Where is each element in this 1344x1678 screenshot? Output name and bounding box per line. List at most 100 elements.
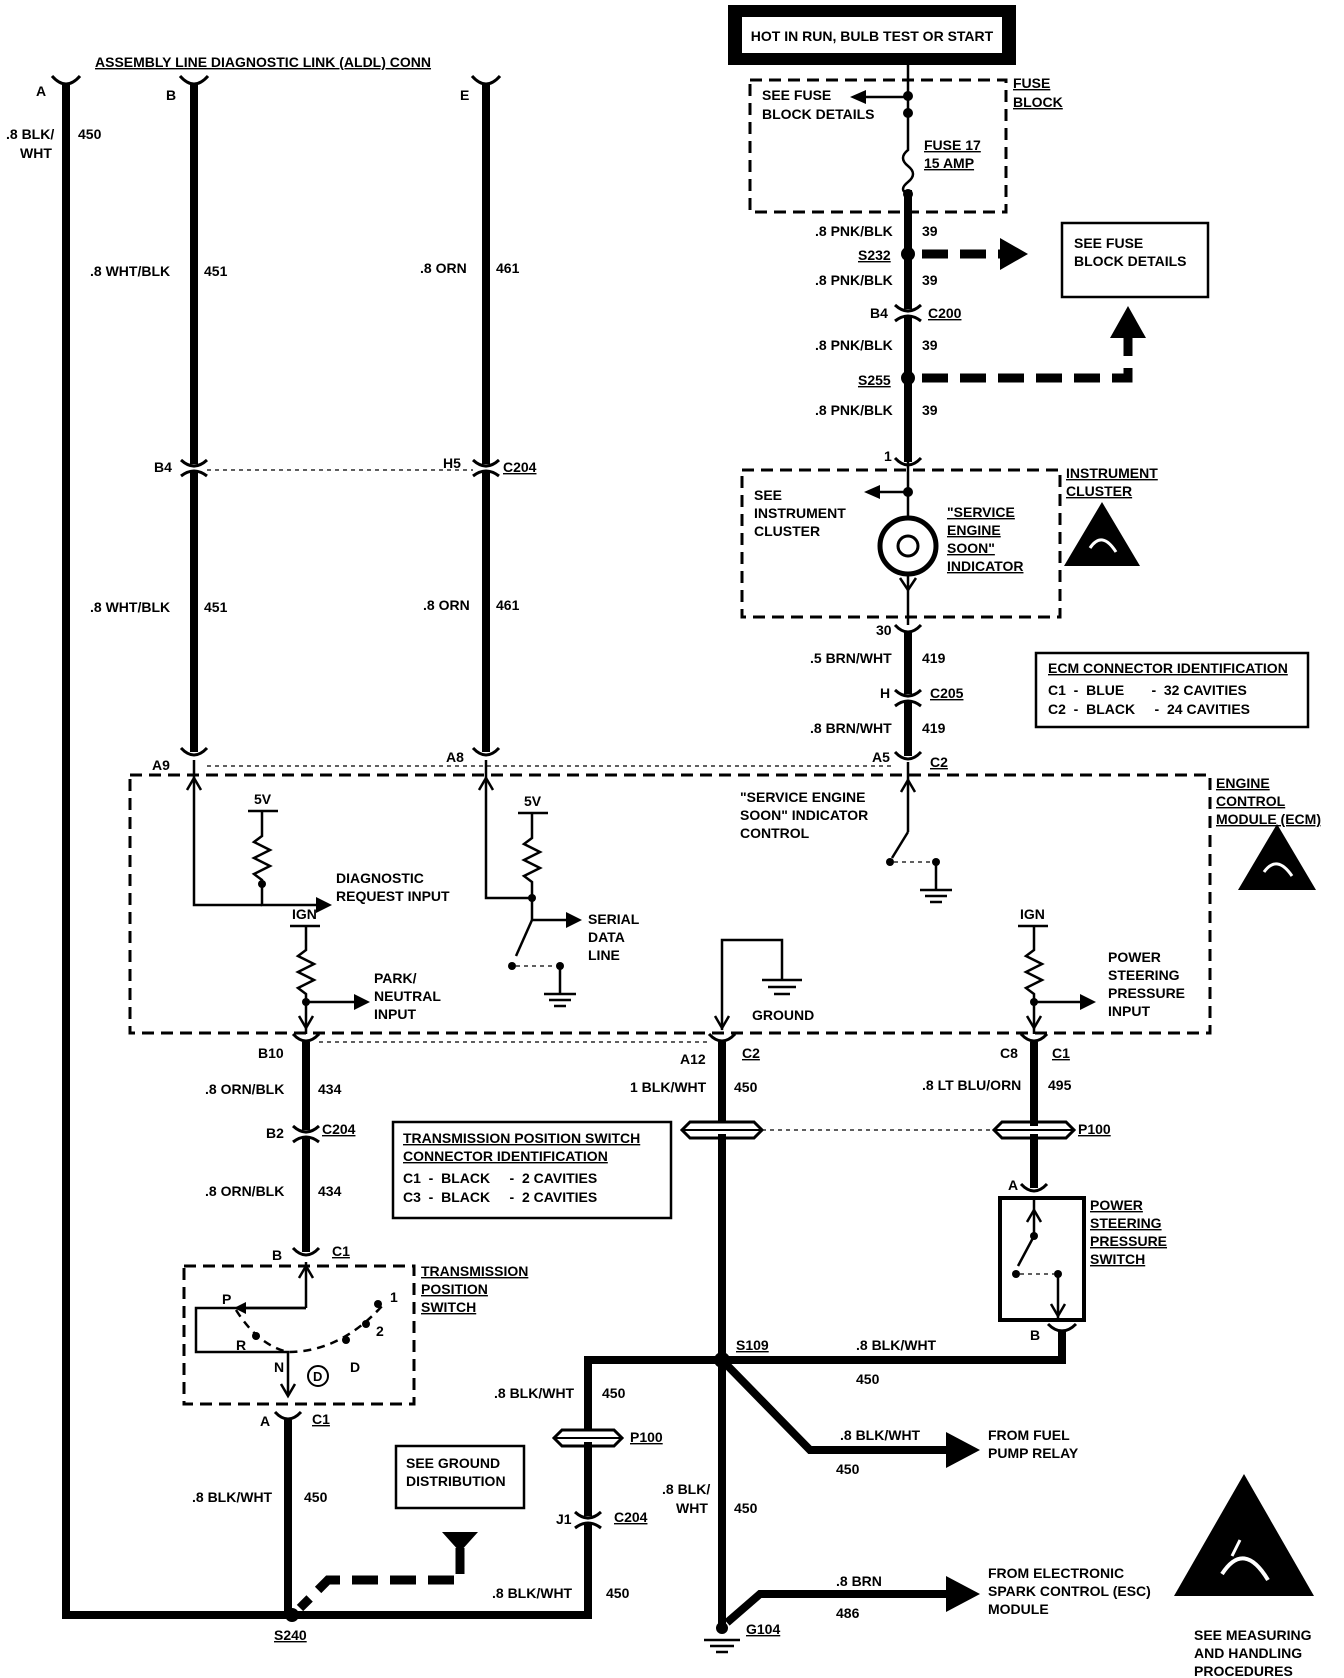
wire-450-g-color: .8 BLK/	[662, 1481, 710, 1497]
serial-ground-icon	[544, 966, 576, 1008]
psp-label-2: STEERING	[1108, 967, 1180, 983]
c204-j1-female	[573, 1510, 603, 1520]
tps-contact-2	[362, 1320, 370, 1328]
wire-450-g-number: 450	[734, 1500, 758, 1516]
serial-label-2: DATA	[588, 929, 625, 945]
ecm-pin-b10-label: B10	[258, 1045, 284, 1061]
wire-450-e-number: 450	[836, 1461, 860, 1477]
c200-pin: B4	[870, 305, 888, 321]
aldl-title: ASSEMBLY LINE DIAGNOSTIC LINK (ALDL) CON…	[95, 54, 431, 70]
ecm-connector-id-row2: C2 - BLACK - 24 CAVITIES	[1048, 701, 1250, 717]
ses-indicator-1: "SERVICE	[947, 504, 1015, 520]
ses-ground-icon	[920, 862, 952, 904]
ps-pin-a: A	[1008, 1177, 1018, 1193]
esd-note-1: SEE MEASURING	[1194, 1627, 1312, 1643]
tps-contact-1	[374, 1300, 382, 1308]
c204-b4-pin: B4	[154, 459, 172, 475]
fuel-pump-2: PUMP RELAY	[988, 1445, 1079, 1461]
aldl-terminal-a	[50, 74, 82, 86]
ses-indicator-4: INDICATOR	[947, 558, 1023, 574]
ps-terminal-b	[1046, 1322, 1078, 1333]
c204-b4-female	[179, 458, 209, 468]
fuel-pump-1: FROM FUEL	[988, 1427, 1070, 1443]
tps-pos-p: P	[222, 1291, 231, 1307]
aldl-terminal-e	[470, 74, 502, 86]
c200-male	[894, 314, 922, 323]
wire-419-1-number: 419	[922, 650, 946, 666]
s232-feed-arrow	[1000, 238, 1028, 270]
c204-h5-male	[472, 469, 500, 478]
diag-pullup-resistor	[251, 811, 318, 907]
tps-name-1: TRANSMISSION	[421, 1263, 528, 1279]
tps-id-title-2: CONNECTOR IDENTIFICATION	[403, 1148, 608, 1164]
psp-label-3: PRESSURE	[1108, 985, 1185, 1001]
wire-461-upper-color: .8 ORN	[420, 260, 467, 276]
ecm-pin-a8	[471, 746, 501, 757]
tps-pos-d-circle	[307, 1365, 329, 1387]
wire-39-4-color: .8 PNK/BLK	[815, 402, 893, 418]
p100-upper-grommet-left	[679, 1120, 765, 1140]
ecm-c2-bottom-label: C2	[742, 1045, 760, 1061]
fuse-17-label: FUSE 17	[924, 137, 981, 153]
wire-486-color: .8 BRN	[836, 1573, 882, 1589]
tps-pos-r: R	[236, 1337, 246, 1353]
ecm-pin-a8-label: A8	[446, 749, 464, 765]
tps-id-title-1: TRANSMISSION POSITION SWITCH	[403, 1130, 640, 1146]
wire-39-4-number: 39	[922, 402, 938, 418]
ic-current-arrow	[898, 577, 918, 593]
c204-j1-label: C204	[614, 1509, 648, 1525]
ps-switch-in-arrow	[1025, 1207, 1043, 1223]
tps-name-2: POSITION	[421, 1281, 488, 1297]
wire-39-2-number: 39	[922, 272, 938, 288]
serial-switch-contact	[508, 962, 516, 970]
wire-450-f-color: .8 BLK/WHT	[494, 1385, 575, 1401]
ses-indicator-2: ENGINE	[947, 522, 1001, 538]
wire-450-aldl-a	[62, 84, 296, 1619]
serial-label-1: SERIAL	[588, 911, 640, 927]
wire-419-2-color: .8 BRN/WHT	[810, 720, 892, 736]
p100-upper-grommet-right	[991, 1120, 1077, 1140]
aldl-terminal-b	[178, 74, 210, 86]
wire-450-e-color: .8 BLK/WHT	[840, 1427, 921, 1443]
tps-id-row2: C3 - BLACK - 2 CAVITIES	[403, 1189, 597, 1205]
c205-female	[893, 688, 923, 698]
serial-node	[528, 894, 536, 902]
c205-male	[894, 699, 922, 708]
ps-switch-box	[998, 1196, 1086, 1322]
wire-451-upper-number: 451	[204, 263, 228, 279]
c204-b2-label: C204	[322, 1121, 356, 1137]
c200-label: C200	[928, 305, 962, 321]
ecm-ground-arrow	[713, 1015, 731, 1031]
wire-451-lower-color: .8 WHT/BLK	[90, 599, 170, 615]
ground-dist-box	[394, 1444, 526, 1510]
esd-warning-icon-ecm	[1238, 824, 1316, 890]
diag-5v: 5V	[254, 791, 272, 807]
ps-terminal-a	[1019, 1182, 1049, 1193]
fuse-block-name-2: BLOCK	[1013, 94, 1063, 110]
p100-lower-label: P100	[630, 1429, 663, 1445]
wire-450-c-number: 450	[304, 1489, 328, 1505]
wire-434-1-color: .8 ORN/BLK	[205, 1081, 284, 1097]
wire-461-upper-number: 461	[496, 260, 520, 276]
serial-pullup-resistor	[521, 813, 566, 922]
ecm-connector-id-title: ECM CONNECTOR IDENTIFICATION	[1048, 660, 1288, 676]
splice-s255-label: S255	[858, 372, 891, 388]
ecm-pin-c8-label: C8	[1000, 1045, 1018, 1061]
wire-450-f-number: 450	[602, 1385, 626, 1401]
ecm-name-1: ENGINE	[1216, 775, 1270, 791]
ses-bulb-icon	[877, 515, 939, 577]
diag-request-in-arrow	[185, 775, 203, 791]
ecm-name-2: CONTROL	[1216, 793, 1286, 809]
fuse-block-outline	[748, 78, 1008, 214]
power-source-box: HOT IN RUN, BULB TEST OR START	[728, 5, 1016, 65]
c204-b2-pin: B2	[266, 1125, 284, 1141]
wire-39-2-color: .8 PNK/BLK	[815, 272, 893, 288]
serial-in-arrow	[477, 775, 495, 791]
ecm-outline	[128, 773, 1212, 1035]
wire-39-1-number: 39	[922, 223, 938, 239]
fuse-17-rating: 15 AMP	[924, 155, 974, 171]
esd-warning-icon-ic	[1064, 502, 1140, 566]
ecm-pin-c8	[1019, 1032, 1049, 1043]
ecm-pin-a12	[707, 1032, 737, 1043]
